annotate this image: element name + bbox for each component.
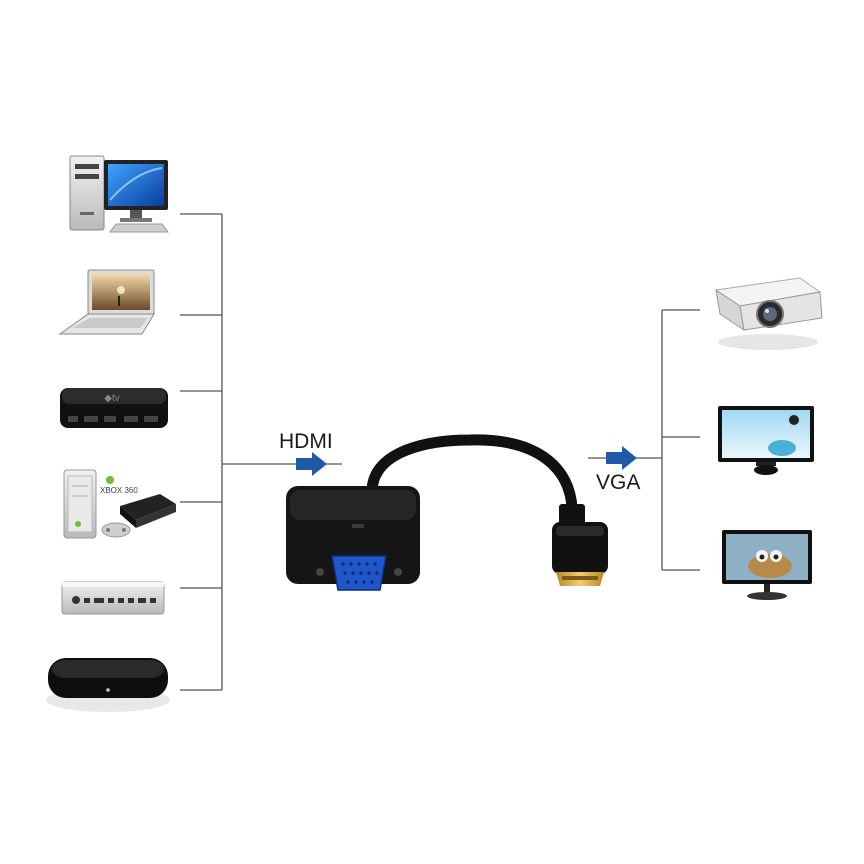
vga-output-arrow-icon <box>606 446 637 470</box>
hdmi-input-arrow-icon <box>296 452 327 476</box>
media-streaming-box-icon <box>46 658 170 712</box>
projector-icon <box>714 277 823 350</box>
laptop-icon <box>58 269 155 335</box>
xbox-360-badge-text: XBOX 360 <box>100 486 138 495</box>
hdmi-label: HDMI <box>279 430 333 453</box>
vga-port-icon <box>316 555 402 591</box>
xbox-360-console-icon: XBOX 360 <box>63 469 176 539</box>
hdmi-plug-icon <box>552 504 608 586</box>
lcd-monitor-icon <box>718 406 814 475</box>
apple-tv-box-icon: ◆tv <box>60 388 168 428</box>
mac-mini-icon <box>61 581 165 615</box>
desktop-computer-icon <box>69 155 169 233</box>
source-connector-tree <box>180 213 342 691</box>
lcd-tv-icon <box>722 530 812 600</box>
svg-text:◆tv: ◆tv <box>104 393 119 404</box>
vga-label: VGA <box>596 471 640 494</box>
hdmi-to-vga-adapter <box>286 434 608 591</box>
